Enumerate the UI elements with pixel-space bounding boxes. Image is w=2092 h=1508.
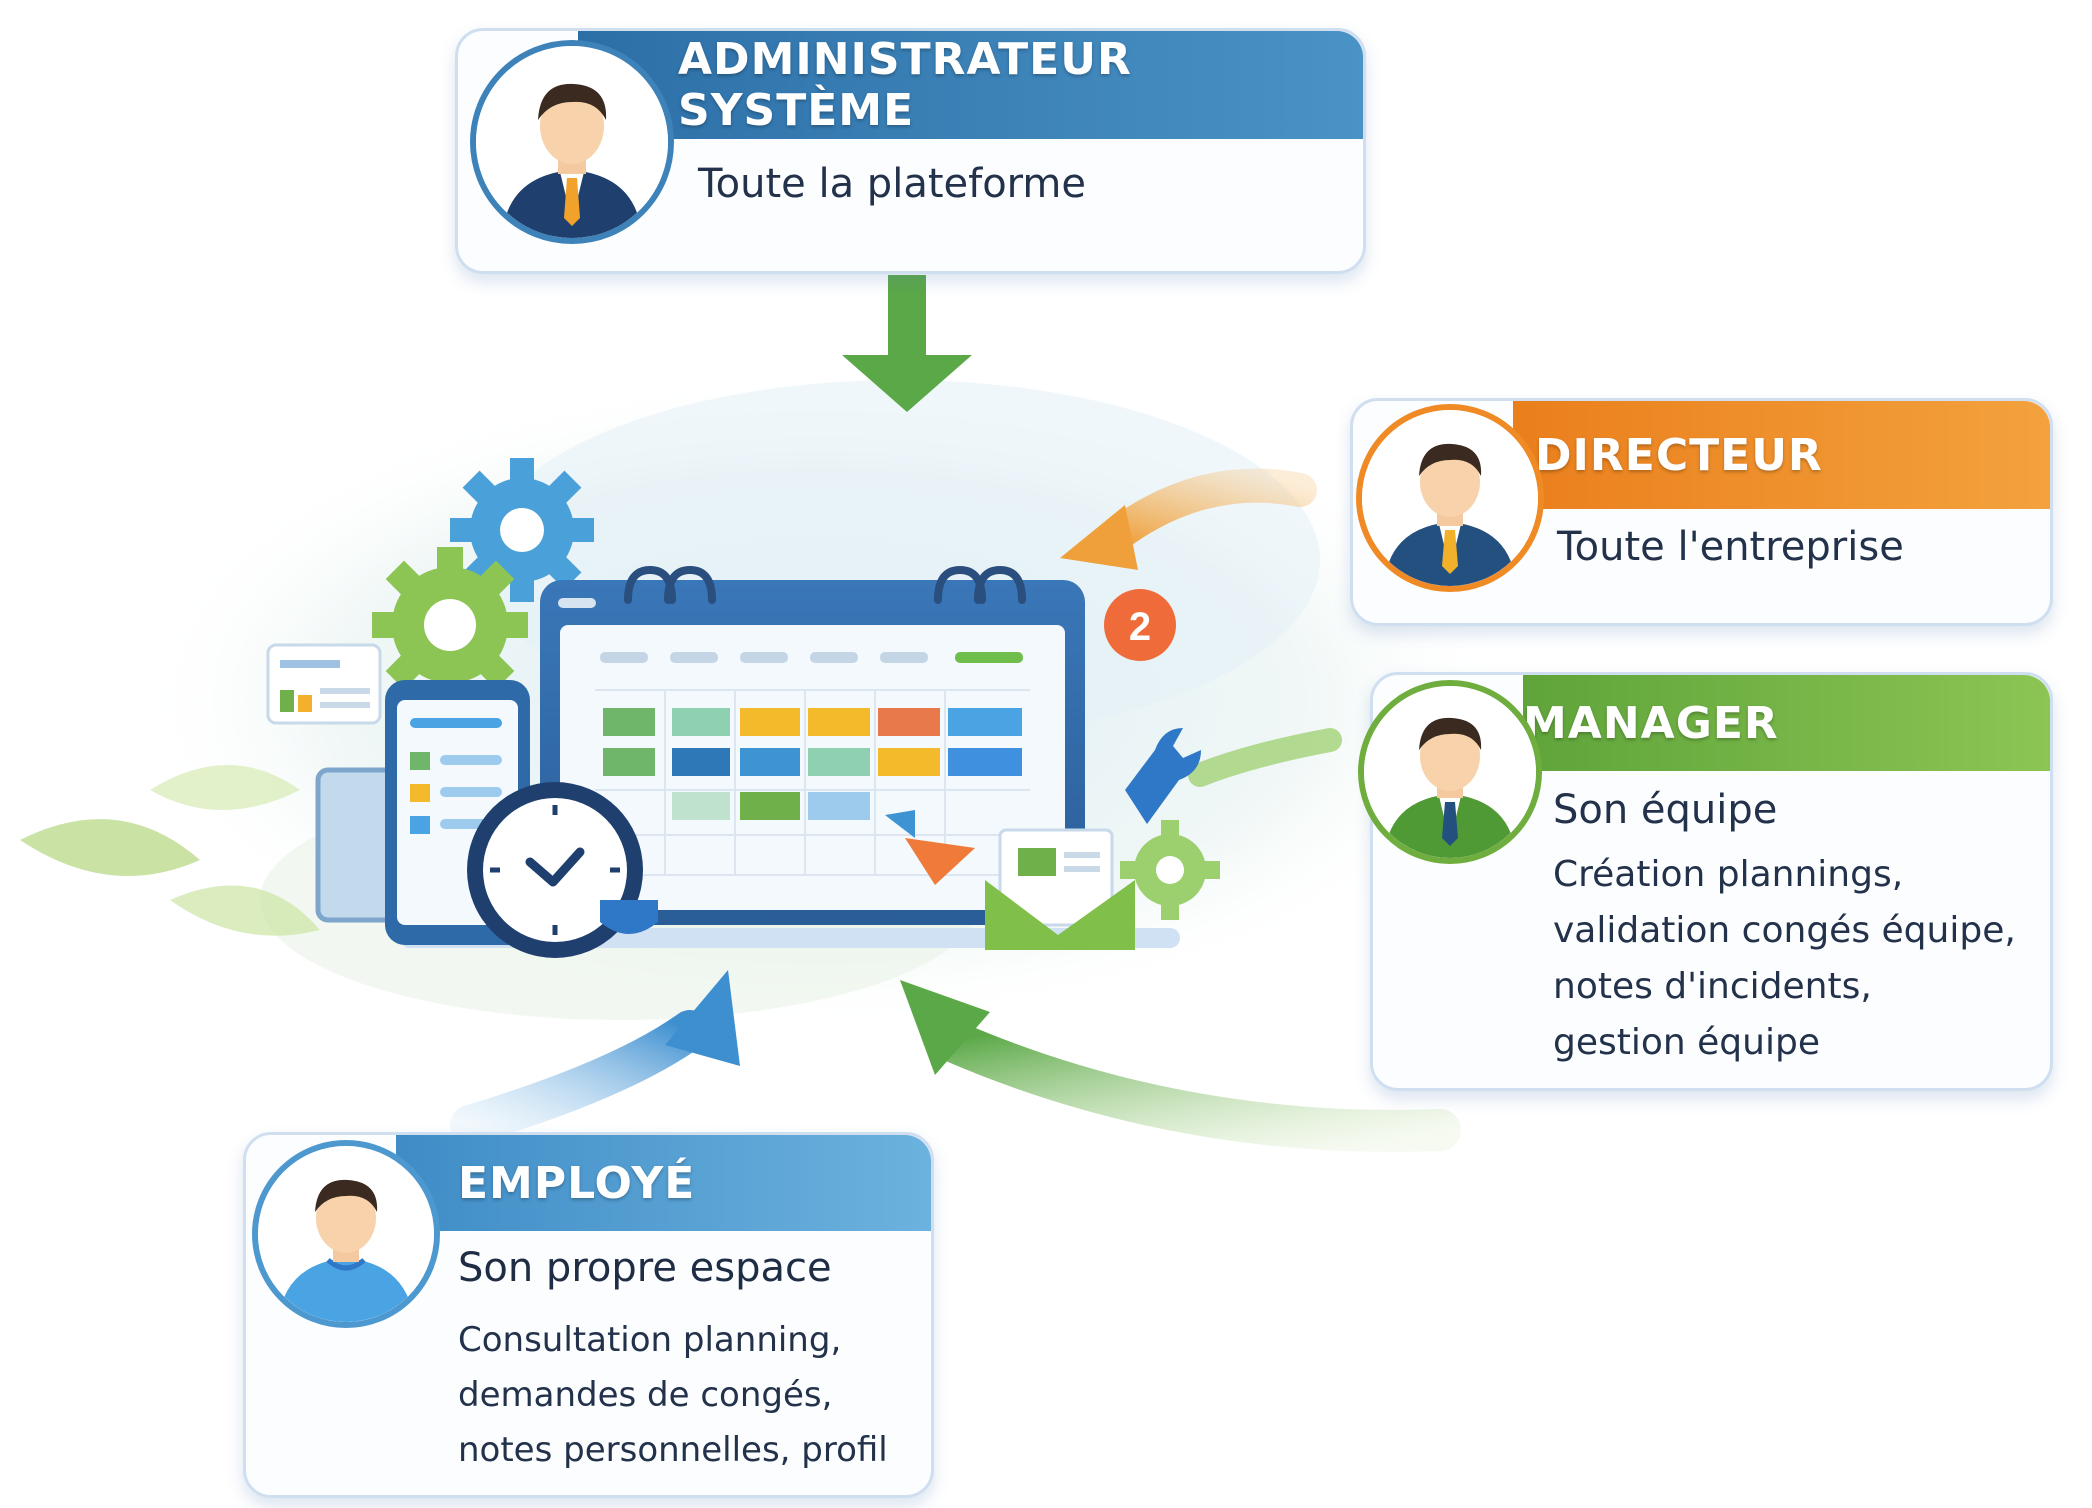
role-card-band: ADMINISTRATEUR SYSTÈME (578, 31, 1363, 139)
leaf-icon (170, 885, 320, 936)
arrow-admin-down (842, 275, 972, 412)
detail-line: gestion équipe (1553, 1022, 1820, 1063)
cursor-icon (885, 810, 975, 885)
role-card-admin: ADMINISTRATEUR SYSTÈME Toute la platefor… (455, 28, 1366, 274)
role-title-directeur: DIRECTEUR (1535, 429, 1823, 481)
gear-icon (1120, 820, 1220, 920)
arrow-manager (1188, 728, 1342, 787)
arrow-directeur (1060, 468, 1317, 570)
role-scope-manager: Son équipe (1553, 787, 1778, 833)
arrow-bottom-green (900, 980, 1461, 1152)
detail-line: notes personnelles, profil (458, 1430, 888, 1470)
notification-badge-icon (1104, 589, 1176, 661)
shield-icon (600, 900, 658, 934)
detail-line: Consultation planning, (458, 1320, 842, 1360)
clock-icon (467, 782, 643, 958)
role-details-employe: Consultation planning, demandes de congé… (458, 1313, 888, 1478)
avatar-employe (252, 1140, 440, 1328)
detail-line: Création plannings, (1553, 854, 1904, 895)
detail-line: notes d'incidents, (1553, 966, 1872, 1007)
role-title-manager: MANAGER (1523, 697, 1779, 749)
avatar-manager (1358, 680, 1542, 864)
role-title-employe: EMPLOYÉ (458, 1157, 696, 1209)
role-details-manager: Création plannings, validation congés éq… (1553, 847, 2016, 1071)
leaf-icon (150, 765, 300, 810)
role-title-admin: ADMINISTRATEUR SYSTÈME (678, 34, 1132, 136)
detail-line: demandes de congés, (458, 1375, 833, 1415)
avatar-admin (470, 40, 674, 244)
notification-badge-count: 2 (1129, 605, 1151, 649)
envelope-icon (985, 828, 1135, 950)
role-card-band: EMPLOYÉ (396, 1135, 931, 1231)
gear-icon (450, 458, 594, 602)
role-scope-admin: Toute la plateforme (698, 161, 1086, 207)
leaf-icon (20, 819, 200, 876)
document-card-icon (266, 643, 382, 725)
role-card-band: DIRECTEUR (1513, 401, 2050, 509)
wrench-icon (1125, 728, 1201, 824)
gear-icon (372, 547, 528, 703)
detail-line: validation congés équipe, (1553, 910, 2016, 951)
role-scope-directeur: Toute l'entreprise (1557, 524, 1904, 570)
role-scope-employe: Son propre espace (458, 1245, 832, 1291)
arrow-employe (450, 970, 740, 1145)
role-card-band: MANAGER (1523, 675, 2050, 771)
avatar-directeur (1356, 404, 1544, 592)
calendar-icon (400, 565, 1180, 948)
